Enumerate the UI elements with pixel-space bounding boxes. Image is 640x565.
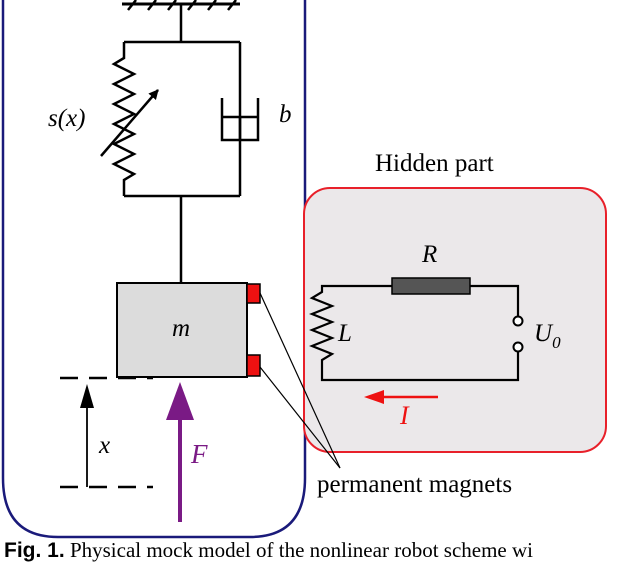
force-label: F (190, 439, 208, 469)
mass-label: m (172, 315, 190, 342)
stiffness-label: s(x) (48, 105, 85, 132)
force-arrow (166, 382, 194, 522)
magnets-label: permanent magnets (317, 471, 512, 498)
inductor-label: L (337, 320, 352, 347)
displacement-label: x (98, 432, 110, 459)
figure-caption: Fig. 1. Physical mock model of the nonli… (4, 538, 640, 563)
current-arrow (364, 390, 438, 404)
current-label: I (399, 401, 410, 430)
visible-part-outline (1, 0, 307, 539)
magnet-leader-lines (259, 292, 341, 469)
electrical-circuit (309, 284, 520, 382)
resistor (391, 277, 471, 295)
damper (220, 98, 260, 142)
suspension-frame (124, 4, 242, 283)
displacement-arrow (80, 384, 94, 487)
voltage-label: U0 (534, 320, 561, 352)
hidden-part-title: Hidden part (375, 150, 494, 177)
magnet-top (246, 283, 261, 304)
nonlinear-spring (100, 42, 159, 196)
hidden-part-box (303, 187, 607, 453)
voltage-terminal-bottom (512, 341, 524, 353)
mass-block (116, 282, 248, 378)
variable-arrow (100, 89, 159, 157)
magnet-bottom (246, 354, 261, 377)
damping-label: b (279, 101, 292, 128)
caption-text: Physical mock model of the nonlinear rob… (64, 538, 533, 562)
voltage-subscript: 0 (552, 333, 561, 352)
caption-prefix: Fig. 1. (4, 539, 65, 562)
resistor-label: R (421, 241, 437, 268)
voltage-terminal-top (512, 315, 524, 327)
